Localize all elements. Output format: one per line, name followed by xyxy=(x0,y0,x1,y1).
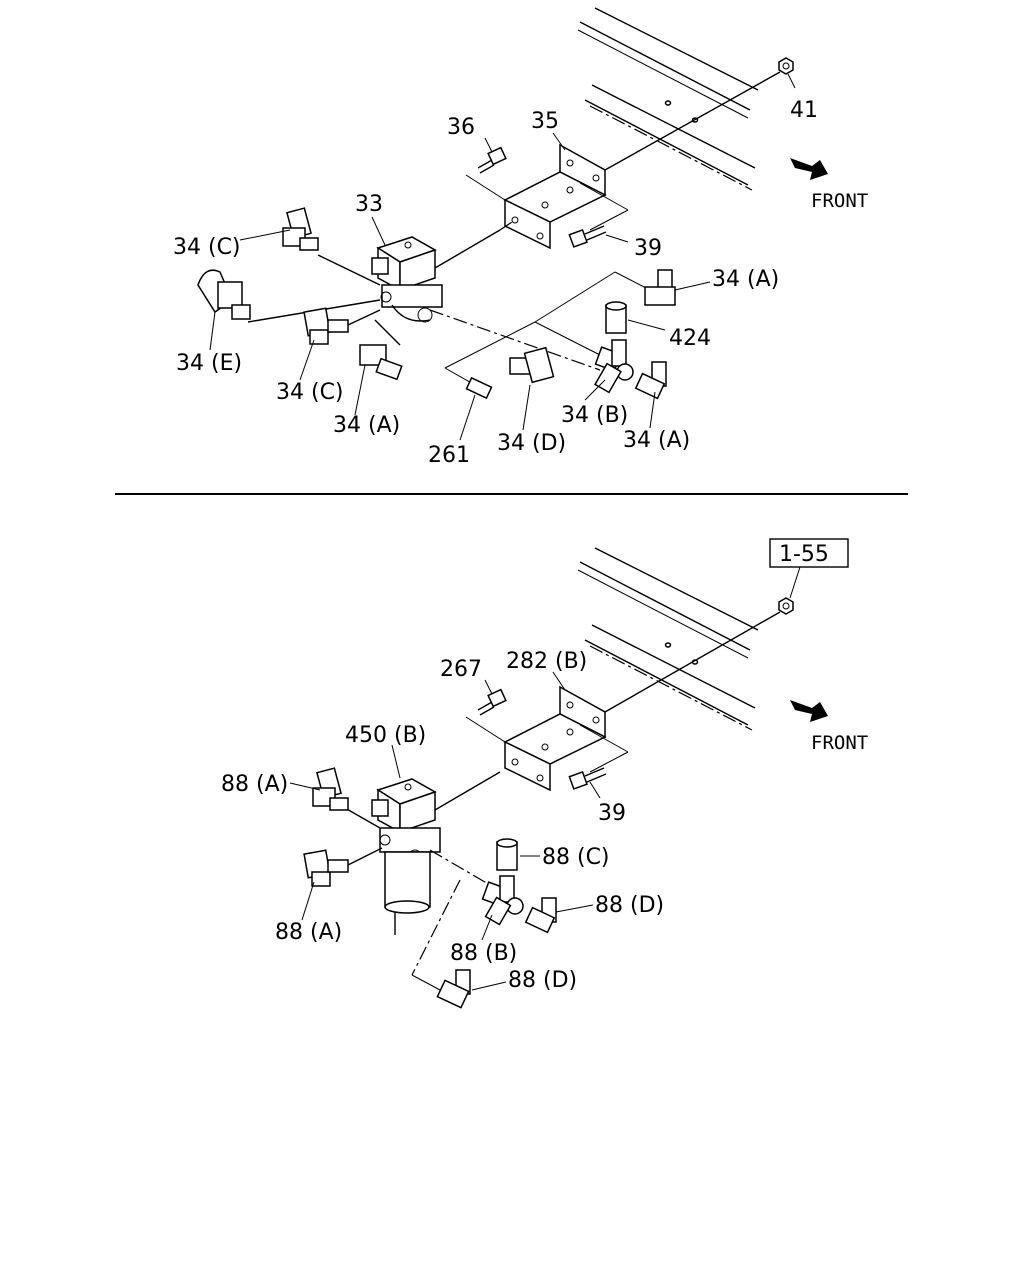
label-39-bottom: 39 xyxy=(598,801,626,826)
reference-1-55: 1-55 xyxy=(779,542,829,567)
fitting-88c xyxy=(496,838,518,871)
connectors-bottom xyxy=(303,767,557,1009)
connectors-top xyxy=(197,207,676,400)
front-label-top: FRONT xyxy=(811,190,868,212)
front-arrow-bottom: FRONT xyxy=(790,700,868,754)
label-34c-lower: 34 (C) xyxy=(276,380,344,405)
connector-88a-upper xyxy=(312,767,349,811)
plug-261 xyxy=(465,376,493,400)
label-34e: 34 (E) xyxy=(176,351,242,376)
label-267: 267 xyxy=(440,657,482,682)
solenoid-valve-450b xyxy=(371,771,501,935)
connector-34c-upper xyxy=(282,207,319,251)
label-88b: 88 (B) xyxy=(450,941,517,966)
leaders-top xyxy=(209,132,711,441)
bracket-282b xyxy=(465,685,629,792)
label-34d: 34 (D) xyxy=(497,431,566,456)
top-assembly: FRONT 41 36 35 33 34 (C) 39 34 (A) 424 3… xyxy=(173,7,868,468)
label-450b: 450 (B) xyxy=(345,723,426,748)
label-88d-right: 88 (D) xyxy=(595,893,664,918)
label-36: 36 xyxy=(447,115,475,140)
bolt-39-top xyxy=(568,225,629,248)
bracket-35 xyxy=(465,143,629,250)
reference-box: 1-55 xyxy=(769,538,849,599)
label-88d-lower: 88 (D) xyxy=(508,968,577,993)
label-34a-right-upper: 34 (A) xyxy=(712,267,779,292)
label-34c-upper: 34 (C) xyxy=(173,235,241,260)
connector-34c-lower xyxy=(303,307,349,345)
bolt-267 xyxy=(477,688,507,716)
front-arrow-top: FRONT xyxy=(790,158,868,212)
connector-34a-right-upper xyxy=(644,269,676,306)
label-34b: 34 (B) xyxy=(561,403,628,428)
label-88a-upper: 88 (A) xyxy=(221,772,288,797)
bolt-36 xyxy=(477,146,507,174)
connector-88d-right xyxy=(524,897,557,934)
frame-rail-bottom xyxy=(577,547,759,731)
label-88c: 88 (C) xyxy=(542,845,610,870)
connector-34e xyxy=(197,269,251,320)
bottom-assembly: 1-55 xyxy=(221,538,868,1009)
nut-41 xyxy=(604,57,796,171)
solenoid-valve-33 xyxy=(371,219,516,323)
label-282b: 282 (B) xyxy=(506,649,587,674)
tee-88b xyxy=(481,875,524,926)
connector-34a-left xyxy=(359,344,403,381)
tee-34b xyxy=(594,339,634,394)
label-34a-left: 34 (A) xyxy=(333,413,400,438)
connector-34d xyxy=(509,346,555,384)
label-34a-right-lower: 34 (A) xyxy=(623,428,690,453)
connector-88d-lower xyxy=(436,969,471,1009)
label-39-top: 39 xyxy=(634,236,662,261)
front-label-bottom: FRONT xyxy=(811,732,868,754)
nut-bottom xyxy=(604,597,794,713)
label-424: 424 xyxy=(669,326,711,351)
fitting-424 xyxy=(605,301,627,334)
label-88a-lower: 88 (A) xyxy=(275,920,342,945)
bolt-39-bottom xyxy=(568,767,607,790)
frame-rail-top xyxy=(577,7,759,191)
connector-88a-lower xyxy=(303,849,349,887)
label-33: 33 xyxy=(355,192,383,217)
connector-34a-right-lower xyxy=(634,361,667,400)
label-261: 261 xyxy=(428,443,470,468)
label-35: 35 xyxy=(531,109,559,134)
label-41: 41 xyxy=(790,98,818,123)
leaders-bottom xyxy=(289,671,601,991)
